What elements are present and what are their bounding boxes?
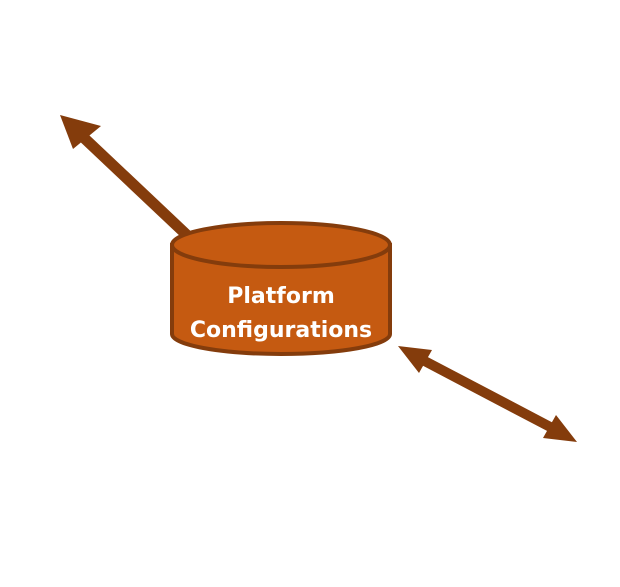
database-top	[170, 221, 392, 269]
upper-left-arrow-head	[60, 115, 101, 149]
lower-right-arrow-head-end	[543, 415, 577, 442]
lower-right-arrow	[398, 346, 577, 442]
database-label-line1: Platform	[227, 284, 335, 309]
database-label-line2: Configurations	[190, 318, 372, 343]
upper-left-arrow	[60, 115, 194, 242]
database-body	[170, 243, 392, 356]
database-node[interactable]: Platform Configurations	[170, 221, 392, 356]
lower-right-arrow-head-start	[398, 346, 432, 373]
